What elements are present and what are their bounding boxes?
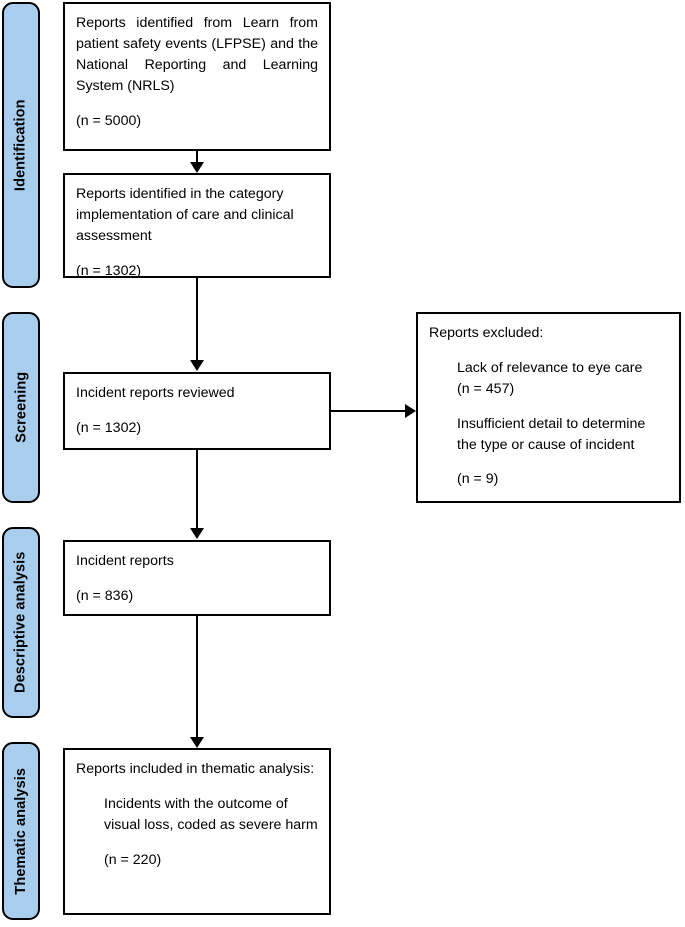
stage-bar-descriptive-analysis: Descriptive analysis [2, 527, 40, 718]
box-identified-sources-body: Reports identified from Learn from patie… [76, 15, 318, 94]
stage-bar-identification: Identification [2, 2, 40, 288]
box-included-thematic-detail: Incidents with the outcome of visual los… [104, 795, 318, 833]
box-identified-category-body: Reports identified in the category imple… [76, 186, 294, 244]
box-reports-reviewed-body: Incident reports reviewed [76, 385, 235, 401]
arrowhead-right-icon [405, 404, 416, 418]
box-reports-excluded-reason-2-count: (n = 9) [457, 471, 499, 488]
arrowhead-down-icon [189, 162, 204, 173]
box-included-thematic-heading: Reports included in thematic analysis: [76, 761, 315, 777]
box-identified-category-count: (n = 1302) [76, 262, 142, 279]
arrowhead-down-icon [189, 360, 204, 371]
box-reports-reviewed-count: (n = 1302) [76, 419, 142, 436]
stage-bar-thematic-analysis: Thematic analysis [2, 742, 40, 920]
box-reports-excluded-reason-2: Insufficient detail to determine the typ… [457, 415, 646, 453]
stage-label-thematic-analysis: Thematic analysis [12, 767, 29, 895]
stage-label-descriptive-analysis: Descriptive analysis [12, 551, 29, 694]
arrowhead-down-icon [189, 528, 204, 539]
box-identified-sources: Reports identified from Learn from patie… [63, 2, 331, 151]
box-reports-excluded-reason-1: Lack of relevance to eye care [457, 359, 643, 376]
stage-label-identification: Identification [12, 99, 29, 191]
box-identified-sources-count: (n = 5000) [76, 112, 142, 129]
box-reports-excluded-reason-1-count: (n = 457) [457, 380, 515, 397]
box-included-thematic: Reports included in thematic analysis: I… [63, 748, 331, 915]
stage-label-screening: Screening [12, 371, 29, 444]
box-identified-category: Reports identified in the category imple… [63, 173, 331, 279]
box-reports-excluded-heading: Reports excluded: [429, 325, 544, 341]
box-reports-reviewed: Incident reports reviewed (n = 1302) [63, 372, 331, 450]
box-incident-reports: Incident reports (n = 836) [63, 540, 331, 616]
connector-incident-reports-to-included [195, 616, 199, 738]
connector-category-to-reviewed [195, 278, 199, 361]
arrowhead-down-icon [189, 737, 204, 748]
box-included-thematic-count: (n = 220) [104, 851, 162, 868]
box-reports-excluded: Reports excluded: Lack of relevance to e… [416, 312, 681, 503]
box-incident-reports-count: (n = 836) [76, 587, 134, 604]
connector-reviewed-to-excluded [331, 410, 409, 413]
box-incident-reports-body: Incident reports [76, 553, 174, 569]
connector-identified-sources-to-category [195, 151, 199, 164]
stage-bar-screening: Screening [2, 312, 40, 503]
connector-reviewed-to-incident-reports [195, 450, 199, 529]
